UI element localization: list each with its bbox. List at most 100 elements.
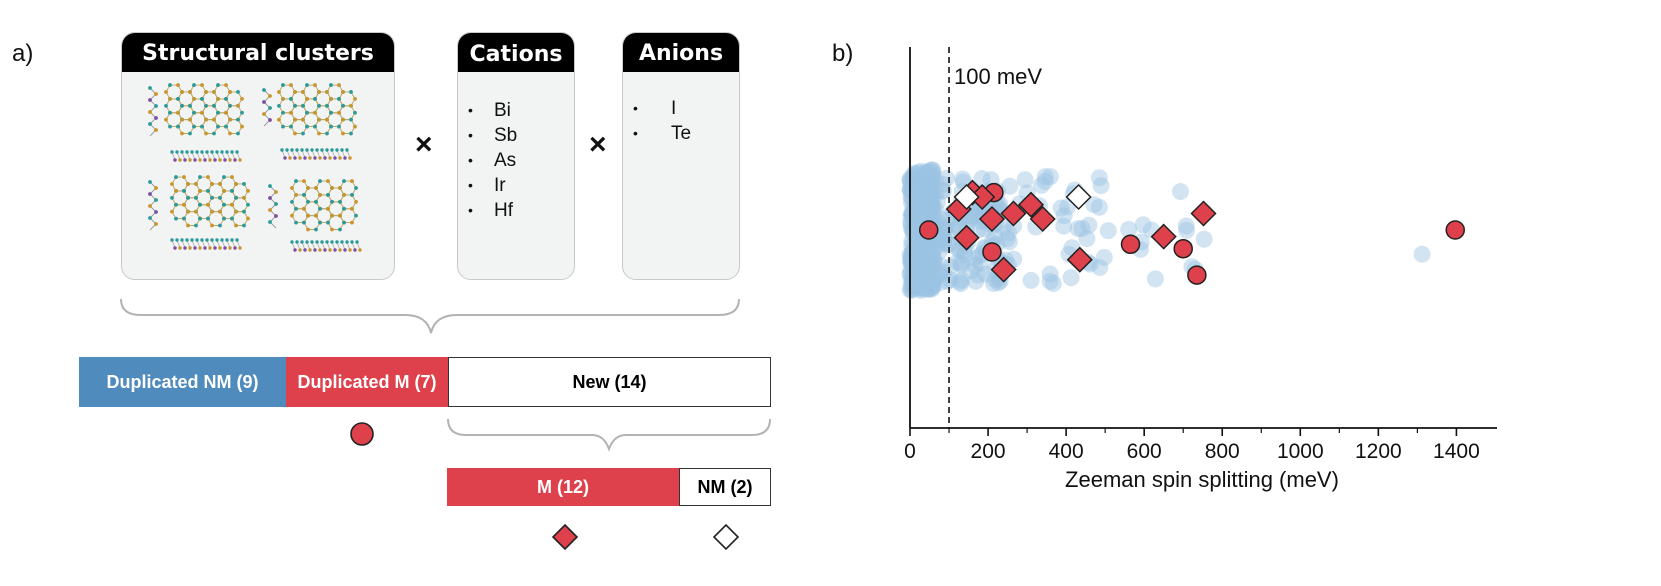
point-metallic-new bbox=[990, 256, 1017, 283]
slab-atom bbox=[303, 248, 307, 252]
background-point bbox=[917, 267, 935, 285]
lattice-atom bbox=[224, 97, 228, 101]
slab-atom bbox=[220, 150, 224, 154]
background-point bbox=[907, 255, 925, 273]
lattice-cell bbox=[225, 119, 243, 134]
slab-atom bbox=[288, 156, 292, 160]
background-point bbox=[923, 186, 941, 204]
slab-atom bbox=[205, 150, 209, 154]
background-point bbox=[920, 202, 938, 220]
lattice-atom bbox=[306, 199, 310, 204]
lattice-atom bbox=[301, 117, 305, 122]
lattice-atom bbox=[317, 131, 321, 136]
background-point bbox=[919, 266, 937, 284]
lattice-atom bbox=[306, 227, 310, 232]
slab-atom bbox=[188, 158, 192, 162]
background-point bbox=[921, 279, 939, 297]
slab-atom bbox=[330, 240, 334, 244]
lattice-atom bbox=[188, 103, 192, 108]
background-point bbox=[912, 162, 930, 180]
background-point bbox=[924, 255, 942, 273]
lattice-atom bbox=[230, 189, 234, 193]
cations-list: Bi Sb As Ir Hf bbox=[458, 98, 574, 223]
background-point bbox=[1041, 265, 1059, 283]
lattice-atom bbox=[198, 175, 202, 179]
lattice-atom bbox=[318, 206, 322, 211]
background-point bbox=[918, 251, 936, 269]
background-point bbox=[919, 259, 937, 277]
background-point bbox=[916, 195, 934, 213]
lattice-atom bbox=[174, 189, 178, 193]
background-point bbox=[1134, 216, 1152, 234]
background-point bbox=[907, 193, 925, 211]
slab-atom bbox=[300, 148, 304, 152]
lattice-atom bbox=[236, 131, 240, 136]
background-point bbox=[910, 259, 928, 277]
background-point bbox=[919, 200, 937, 218]
background-point bbox=[920, 243, 938, 261]
lattice-atom bbox=[212, 131, 216, 136]
background-point bbox=[1062, 269, 1080, 287]
lattice-atom bbox=[218, 223, 222, 228]
slab-atom bbox=[218, 246, 222, 250]
background-point bbox=[924, 244, 942, 262]
slab-atom bbox=[325, 148, 329, 152]
background-point bbox=[916, 205, 934, 223]
x-tick-label: 400 bbox=[1049, 440, 1084, 463]
background-point bbox=[902, 188, 920, 206]
lattice-atom bbox=[329, 124, 333, 129]
marker-circle-red bbox=[350, 422, 374, 446]
background-point bbox=[909, 272, 927, 290]
slab-atom bbox=[230, 150, 234, 154]
lattice-atom bbox=[281, 97, 285, 101]
lattice-atom bbox=[290, 199, 294, 204]
slab-atom bbox=[340, 240, 344, 244]
slab-atom bbox=[178, 246, 182, 250]
lattice-atom bbox=[314, 186, 318, 190]
lattice-atom bbox=[204, 90, 208, 94]
background-point bbox=[910, 196, 928, 214]
lattice-atom bbox=[228, 117, 232, 122]
slab-atom bbox=[298, 248, 302, 252]
lattice-atom bbox=[317, 90, 321, 94]
background-point bbox=[903, 180, 921, 198]
background-point bbox=[930, 264, 948, 282]
point-metallic-duplicated bbox=[1173, 238, 1193, 259]
slab-atom bbox=[180, 150, 184, 154]
background-point bbox=[908, 278, 926, 296]
background-point bbox=[930, 265, 948, 283]
lattice-atom bbox=[194, 223, 198, 228]
background-point bbox=[920, 280, 938, 298]
slab-atom bbox=[233, 158, 237, 162]
slab-atom bbox=[178, 158, 182, 162]
lattice-atom bbox=[204, 117, 208, 122]
slab-atom bbox=[305, 148, 309, 152]
lattice-atom bbox=[342, 179, 346, 183]
background-point bbox=[913, 278, 931, 296]
lattice-atom bbox=[354, 213, 358, 218]
background-point bbox=[933, 175, 951, 193]
background-point bbox=[919, 278, 937, 296]
lattice-atom bbox=[210, 209, 214, 214]
background-point bbox=[917, 177, 935, 195]
lattice-atom bbox=[222, 202, 226, 207]
cation-item: As bbox=[458, 148, 574, 173]
lattice-atom bbox=[342, 206, 346, 211]
lattice-atom bbox=[246, 202, 250, 207]
background-point bbox=[927, 203, 945, 221]
background-points bbox=[901, 161, 1431, 299]
background-point bbox=[922, 174, 940, 192]
background-point bbox=[916, 265, 934, 283]
background-point bbox=[915, 269, 933, 287]
background-point bbox=[922, 189, 940, 207]
background-point bbox=[908, 170, 926, 188]
lattice-atom bbox=[164, 117, 168, 122]
lattice-atom bbox=[341, 131, 345, 136]
background-point bbox=[912, 281, 930, 299]
lattice-atom bbox=[349, 131, 353, 136]
point-nonmetallic-new bbox=[953, 183, 980, 211]
point-metallic-new bbox=[978, 205, 1006, 233]
lattice-atom bbox=[294, 206, 298, 211]
background-point bbox=[917, 255, 935, 273]
chain-atom bbox=[268, 220, 272, 224]
